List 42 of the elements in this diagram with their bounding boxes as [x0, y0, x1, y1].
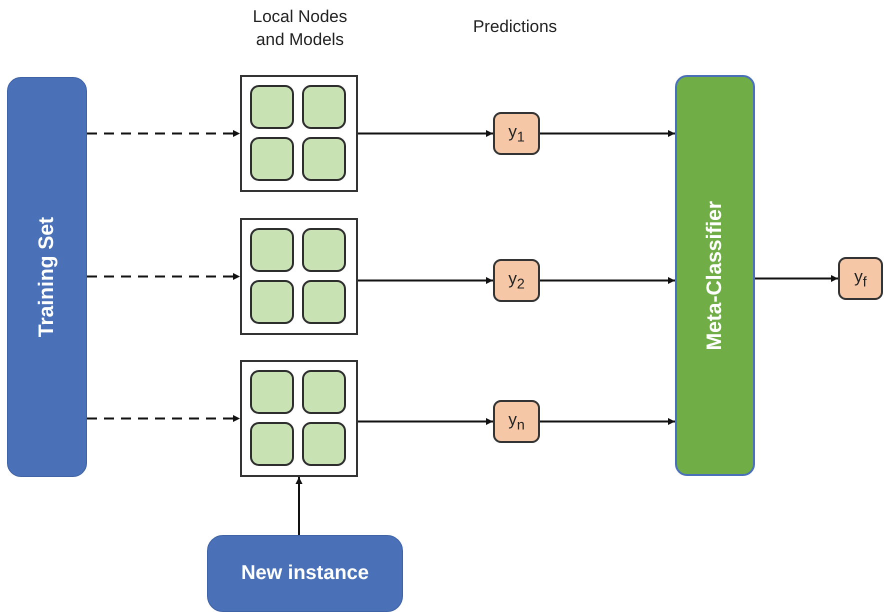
column-heading: Local Nodes and Models: [252, 6, 348, 51]
input-box: [207, 535, 403, 612]
model-box: [250, 370, 294, 414]
model-box: [302, 137, 346, 181]
node-label: New instance: [241, 562, 369, 585]
arrow: [87, 415, 240, 422]
prediction-box: [493, 400, 540, 443]
arrow: [755, 275, 838, 282]
arrow: [87, 130, 240, 137]
prediction-label: y$_{n}$: [508, 410, 525, 434]
model-box: [302, 422, 346, 466]
model-box: [302, 85, 346, 129]
arrow: [358, 418, 493, 425]
model-box: [302, 280, 346, 324]
model-group-box: [240, 75, 358, 192]
prediction-box: [838, 257, 883, 300]
training-set-bar: [7, 77, 87, 477]
prediction-label: y$_{f}$: [854, 266, 867, 290]
model-group-box: [240, 360, 358, 477]
arrow: [358, 277, 493, 284]
arrow: [87, 273, 240, 280]
column-heading: Predictions: [472, 16, 558, 38]
model-box: [250, 85, 294, 129]
model-box: [250, 137, 294, 181]
node-label: Meta-Classifier: [703, 200, 727, 350]
model-box: [302, 370, 346, 414]
prediction-box: [493, 112, 540, 155]
model-group-box: [240, 218, 358, 335]
arrow: [296, 477, 302, 535]
prediction-label: y$_{2}$: [508, 268, 525, 292]
model-box: [302, 228, 346, 272]
arrow: [540, 130, 675, 137]
meta-classifier-bar: [675, 75, 755, 476]
arrow: [540, 277, 675, 284]
model-box: [250, 280, 294, 324]
model-box: [250, 422, 294, 466]
model-box: [250, 228, 294, 272]
arrow: [540, 418, 675, 425]
arrow: [358, 130, 493, 137]
prediction-box: [493, 259, 540, 302]
prediction-label: y$_{1}$: [508, 122, 525, 146]
node-label: Training Set: [35, 216, 59, 338]
